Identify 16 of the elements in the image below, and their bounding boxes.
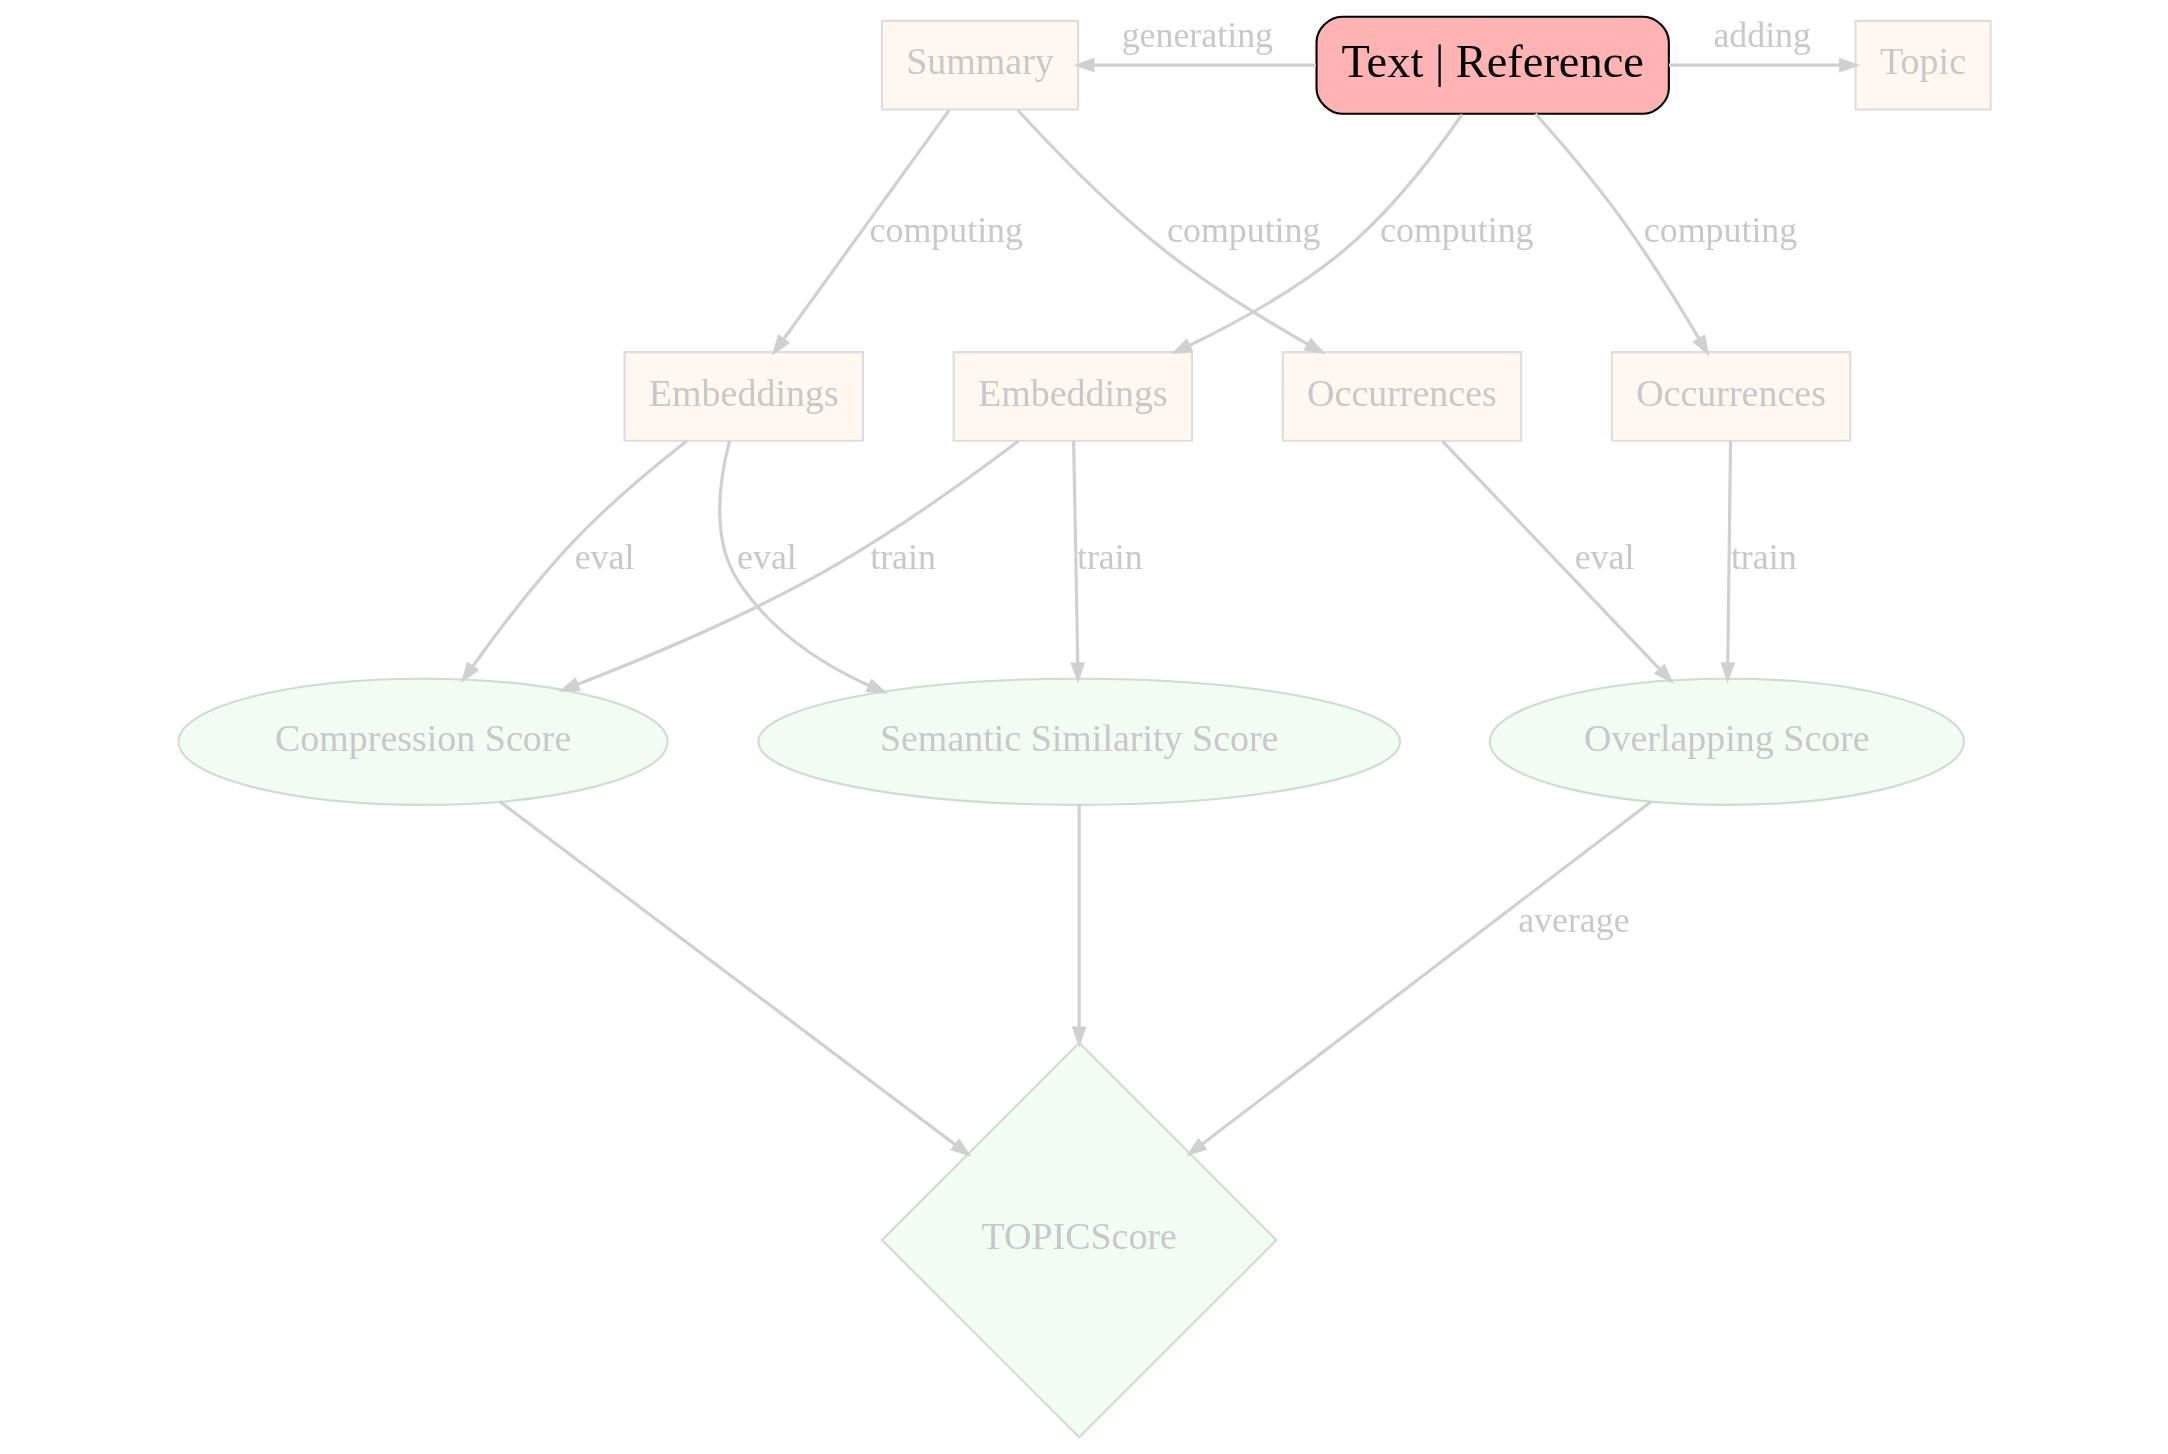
arrow [460,439,688,684]
arrow [558,439,1019,692]
arrow [1073,57,1316,73]
arrow [1668,57,1860,73]
arrow [771,109,950,356]
arrow [1185,800,1652,1157]
arrow [1719,441,1735,684]
node-box: Text | Reference [1314,15,1670,115]
arrow [1533,112,1709,357]
arrow [1016,109,1326,355]
arrow [1071,804,1087,1048]
arrow [498,800,971,1157]
arrow [1440,439,1674,684]
arrow [1069,441,1085,684]
arrow [717,440,888,694]
arrow [1170,113,1463,355]
